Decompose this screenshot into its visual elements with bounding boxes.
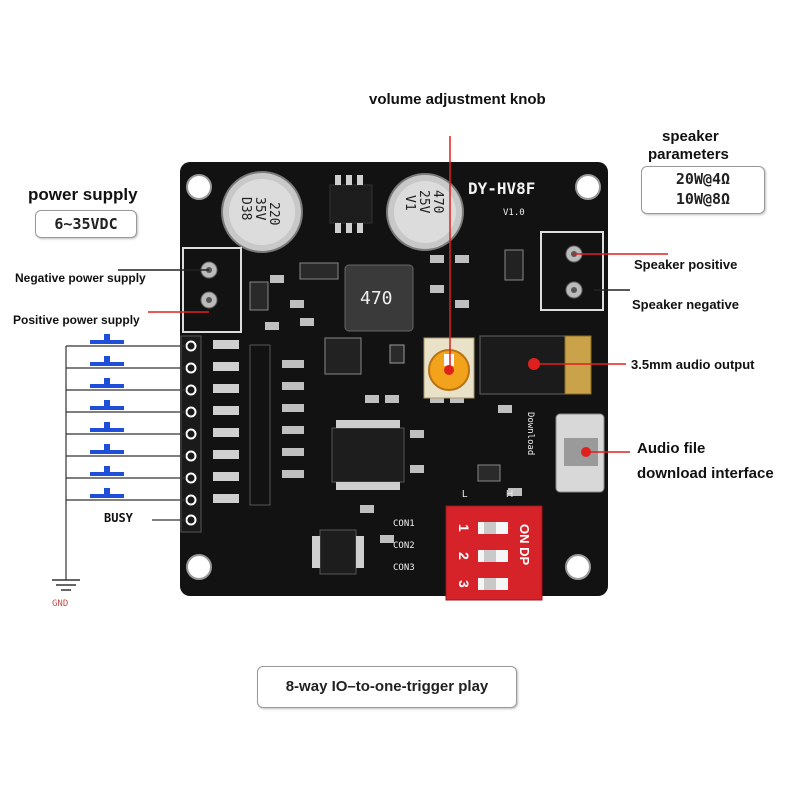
mounting-holes	[186, 174, 601, 580]
con2-label: CON2	[393, 541, 415, 551]
capacitor-left: 220 35V D38	[221, 171, 303, 253]
speaker-positive-label: Speaker positive	[634, 257, 738, 272]
board-version: V1.0	[503, 208, 525, 218]
cap-left-line1: 220	[266, 202, 281, 225]
power-range: 6~35VDC	[54, 215, 118, 233]
capacitor-right: 470 25V V1	[386, 173, 464, 251]
inductor: 470	[344, 264, 414, 332]
cap-right-line2: 25V	[416, 190, 431, 214]
download-vertical: Download	[525, 412, 535, 455]
resistor-array	[213, 340, 304, 506]
dip-switch: 1 2 3 ON DP	[445, 505, 543, 601]
speaker-negative-label: Speaker negative	[632, 297, 739, 312]
download-label-1: Audio file	[637, 440, 706, 457]
con1-label: CON1	[393, 519, 415, 529]
audio-jack	[479, 335, 592, 395]
cap-left-line3: D38	[238, 197, 253, 220]
volume-knob	[423, 337, 475, 399]
cap-left-line2: 35V	[252, 197, 267, 221]
trigger-switches	[65, 345, 186, 580]
small-components	[249, 249, 524, 543]
pcb-board	[180, 162, 608, 596]
speaker-spec-2: 10W@8Ω	[675, 190, 731, 208]
main-chip	[331, 420, 405, 490]
volume-knob-label: volume adjustment knob	[369, 91, 546, 108]
chip-top	[329, 175, 373, 233]
speaker-parameters-title-2: parameters	[648, 146, 729, 163]
power-range-box: 6~35VDC	[35, 210, 137, 238]
caption-box: 8-way IO–to-one-trigger play	[257, 666, 517, 708]
power-supply-title: power supply	[28, 185, 138, 204]
l-label: L	[462, 489, 468, 500]
bottom-chip	[312, 529, 364, 575]
ground-icon	[52, 579, 80, 591]
dip-on-label: ON DP	[517, 524, 532, 566]
inductor-label: 470	[360, 288, 393, 309]
board-model: DY-HV8F	[468, 179, 535, 198]
positive-power-label: Positive power supply	[13, 313, 140, 327]
dip-num-1: 1	[456, 524, 472, 532]
busy-label: BUSY	[104, 511, 133, 525]
dip-num-2: 2	[456, 552, 472, 560]
audio-output-label: 3.5mm audio output	[631, 357, 755, 372]
button-symbols	[90, 334, 124, 498]
negative-power-label: Negative power supply	[15, 271, 146, 285]
con3-label: CON3	[393, 563, 415, 573]
speaker-spec-box: 20W@4Ω 10W@8Ω	[641, 166, 765, 214]
caption: 8-way IO–to-one-trigger play	[285, 678, 489, 695]
dip-num-3: 3	[456, 580, 472, 588]
cap-right-line3: V1	[402, 195, 417, 211]
h-label: H	[506, 489, 513, 500]
gnd-label: GND	[52, 599, 68, 609]
download-label-2: download interface	[637, 465, 774, 482]
speaker-parameters-title-1: speaker	[662, 128, 719, 145]
pointer-lines	[118, 136, 668, 453]
micro-usb-port	[555, 413, 605, 493]
speaker-spec-1: 20W@4Ω	[675, 170, 731, 188]
cap-right-line1: 470	[430, 190, 445, 213]
